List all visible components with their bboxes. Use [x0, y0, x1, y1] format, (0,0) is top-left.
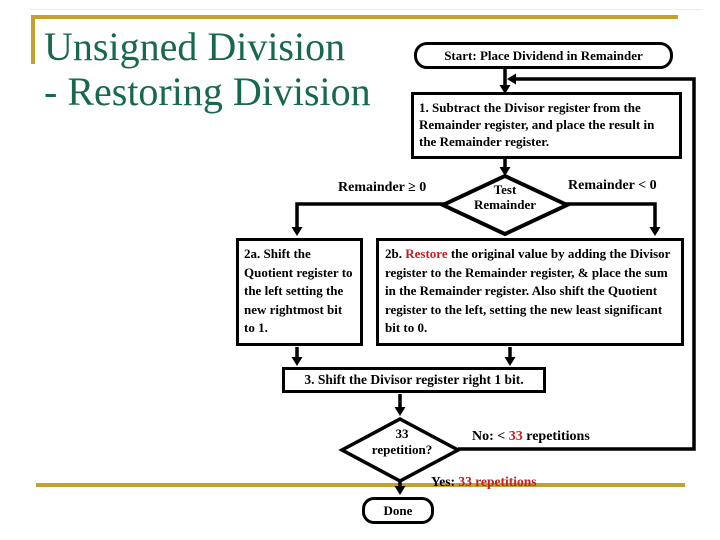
slide-title: Unsigned Division - Restoring Division	[44, 24, 371, 114]
step1-box: 1. Subtract the Divisor register from th…	[411, 92, 682, 159]
arrowhead-step1-test	[499, 167, 511, 176]
slide-title-line1: Unsigned Division	[44, 24, 346, 69]
connector-feedback-loop	[458, 77, 696, 451]
test-remainder-diamond	[438, 173, 572, 237]
no-branch-count-highlight: 33	[508, 429, 523, 444]
start-node-label: Start: Place Dividend in Remainder	[444, 47, 643, 63]
done-node: Done	[362, 497, 434, 524]
top-hairline	[30, 9, 702, 10]
arrowhead-step2b-step3	[504, 357, 516, 366]
step2b-restore-highlight: Restore	[405, 246, 448, 261]
test-remainder-line2: Remainder	[473, 197, 537, 212]
arrowhead-repeat-done	[394, 486, 406, 495]
yes-branch-count-highlight: 33 repetitions	[458, 474, 537, 489]
gold-bottom-rule	[36, 483, 685, 487]
no-branch-prefix: No: <	[472, 429, 509, 444]
repetition-diamond	[338, 417, 462, 483]
arrowhead-step3-repeat	[394, 407, 406, 416]
step3-box: 3. Shift the Divisor register right 1 bi…	[282, 367, 546, 393]
repetition-line2: repetition?	[371, 442, 433, 457]
no-branch-label: No: < 33 repetitions	[472, 429, 590, 445]
no-branch-suffix: repetitions	[522, 429, 590, 444]
connector-branch-left	[295, 202, 447, 228]
yes-branch-prefix: Yes:	[431, 474, 459, 489]
step2b-prefix: 2b.	[385, 246, 406, 261]
arrowhead-step2a-step3	[291, 357, 303, 366]
connector-branch-right	[563, 202, 657, 228]
test-remainder-label: Test Remainder	[455, 182, 555, 212]
arrowhead-branch-right	[649, 227, 661, 236]
branch-label-remainder-lt-0: Remainder < 0	[568, 178, 657, 193]
gold-top-rule	[31, 15, 678, 19]
repetition-line1: 33	[395, 426, 409, 441]
step2b-text: the original value by adding the Divisor…	[385, 246, 671, 335]
step3-text: 3. Shift the Divisor register right 1 bi…	[304, 372, 524, 387]
test-remainder-line1: Test	[493, 182, 517, 197]
step2a-text: 2a. Shift the Quotient register to the l…	[244, 246, 353, 335]
arrowhead-feedback-loop	[507, 73, 516, 85]
slide-title-line2: - Restoring Division	[44, 69, 371, 114]
step2a-box: 2a. Shift the Quotient register to the l…	[236, 238, 363, 346]
arrowhead-start-step1	[499, 85, 511, 94]
repetition-label: 33 repetition?	[352, 426, 452, 458]
yes-branch-label: Yes: 33 repetitions	[431, 474, 537, 490]
step1-text: 1. Subtract the Divisor register from th…	[419, 100, 655, 149]
branch-label-remainder-ge-0: Remainder ≥ 0	[338, 180, 427, 195]
done-node-label: Done	[383, 502, 413, 518]
step2b-box: 2b. Restore the original value by adding…	[376, 238, 684, 346]
gold-left-bracket	[31, 15, 35, 64]
arrowhead-branch-left	[291, 227, 303, 236]
start-node: Start: Place Dividend in Remainder	[414, 42, 673, 69]
